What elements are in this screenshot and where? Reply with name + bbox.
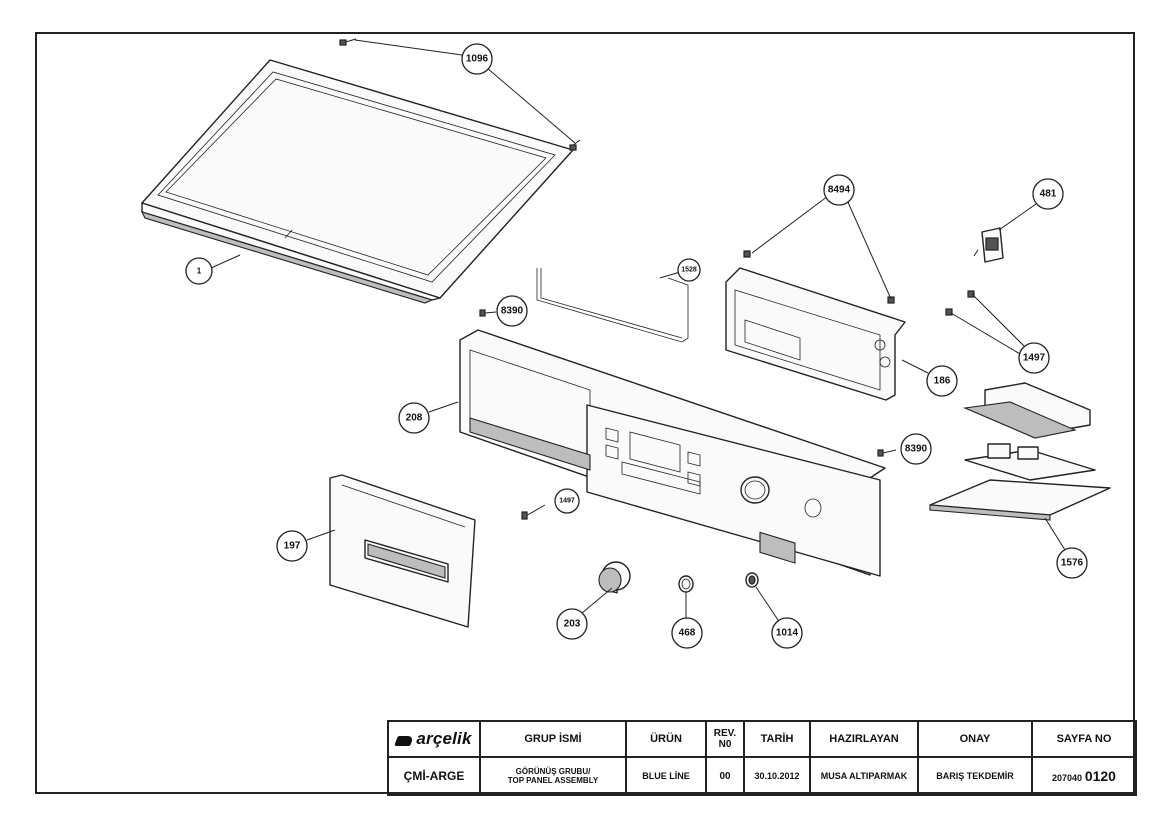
callout-208: 208 (398, 402, 430, 434)
callout-1497-left: 1497 (554, 488, 580, 514)
callout-1497-right: 1497 (1018, 342, 1050, 374)
callout-label: 1528 (681, 267, 697, 274)
callout-label: 1497 (559, 498, 575, 505)
arcelik-logo-icon (394, 736, 415, 747)
header-approval: ONAY (917, 720, 1033, 758)
header-revision: REV. N0 (705, 720, 745, 758)
page-number: 0120 (1084, 768, 1116, 784)
title-block-table: arçelik GRUP İSMİ ÜRÜN REV. N0 TARİH HAZ… (387, 720, 1137, 796)
callout-label: 8390 (905, 444, 928, 455)
callout-label: 8494 (828, 185, 851, 196)
electronics-holder-part-186 (725, 267, 906, 564)
screw-1096-parts (339, 38, 581, 151)
value-approval: BARIŞ TEKDEMİR (917, 756, 1033, 796)
logo-cell: arçelik (387, 720, 481, 758)
screw-8494-parts (743, 250, 895, 304)
header-revision-line2: N0 (718, 739, 732, 750)
callout-1576: 1576 (1056, 547, 1088, 579)
callout-label: 203 (564, 619, 581, 630)
value-group-name: GÖRÜNÜŞ GRUBU/ TOP PANEL ASSEMBLY (479, 756, 627, 796)
callout-label: 1576 (1061, 558, 1084, 569)
callout-label: 8390 (501, 306, 524, 317)
knob-part-203 (598, 561, 631, 593)
callout-label: 468 (679, 628, 696, 639)
header-product: ÜRÜN (625, 720, 707, 758)
header-revision-line1: REV. (713, 728, 737, 739)
callout-1014: 1014 (771, 617, 803, 649)
logo-text: arçelik (416, 729, 472, 748)
callout-label: 208 (406, 413, 423, 424)
switch-part-481 (973, 227, 1004, 263)
callout-8390-left: 8390 (496, 295, 528, 327)
callout-1528: 1528 (677, 258, 701, 282)
button-part-468 (678, 575, 694, 593)
callout-label: 186 (934, 376, 951, 387)
callout-481: 481 (1032, 178, 1064, 210)
value-prepared-by: MUSA ALTIPARMAK (809, 756, 919, 796)
callout-468: 468 (671, 617, 703, 649)
callout-label: 1 (197, 267, 202, 276)
callout-8494: 8494 (823, 174, 855, 206)
header-prepared-by: HAZIRLAYAN (809, 720, 919, 758)
value-department: ÇMİ-ARGE (387, 756, 481, 796)
callout-1096: 1096 (461, 43, 493, 75)
value-date: 30.10.2012 (743, 756, 811, 796)
screw-1497-right-parts (945, 290, 975, 316)
drawer-front-part-197 (329, 474, 476, 628)
callout-label: 1014 (776, 628, 799, 639)
callout-8390-right: 8390 (900, 433, 932, 465)
value-group-name-line1: GÖRÜNÜŞ GRUBU/ (515, 767, 591, 776)
value-page-no: 207040 0120 (1031, 756, 1137, 796)
header-page-no: SAYFA NO (1031, 720, 1137, 758)
value-product: BLUE LİNE (625, 756, 707, 796)
value-group-name-line2: TOP PANEL ASSEMBLY (507, 776, 599, 785)
leader-lines (210, 39, 1066, 624)
header-date: TARİH (743, 720, 811, 758)
value-revision: 00 (705, 756, 745, 796)
callout-203: 203 (556, 608, 588, 640)
top-lid-part (140, 59, 574, 304)
callout-label: 1497 (1023, 353, 1046, 364)
header-group-name: GRUP İSMİ (479, 720, 627, 758)
callout-197: 197 (276, 530, 308, 562)
callout-label: 481 (1040, 189, 1057, 200)
callout-186: 186 (926, 365, 958, 397)
rod-part-1528 (536, 268, 689, 343)
electronic-board-part-1576 (929, 382, 1111, 521)
screw-small-parts (479, 309, 884, 520)
callout-label: 197 (284, 541, 301, 552)
page-prefix: 207040 (1052, 773, 1083, 783)
callout-1: 1 (185, 257, 213, 285)
callout-label: 1096 (466, 54, 489, 65)
lens-part-1014 (745, 572, 759, 588)
